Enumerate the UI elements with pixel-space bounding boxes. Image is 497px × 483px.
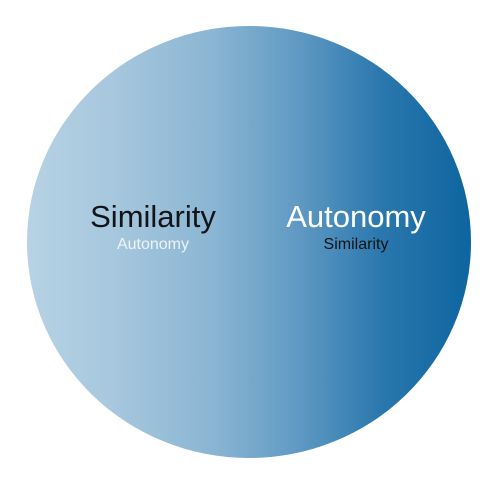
left-secondary-label: Autonomy — [116, 236, 190, 253]
right-primary-label: Autonomy — [286, 199, 426, 234]
gradient-circle — [27, 26, 471, 458]
right-label-group: Autonomy Similarity — [279, 199, 433, 255]
right-secondary-label: Similarity — [323, 236, 389, 253]
left-primary-label: Similarity — [90, 199, 216, 234]
left-label-group: Similarity Autonomy — [78, 199, 228, 255]
